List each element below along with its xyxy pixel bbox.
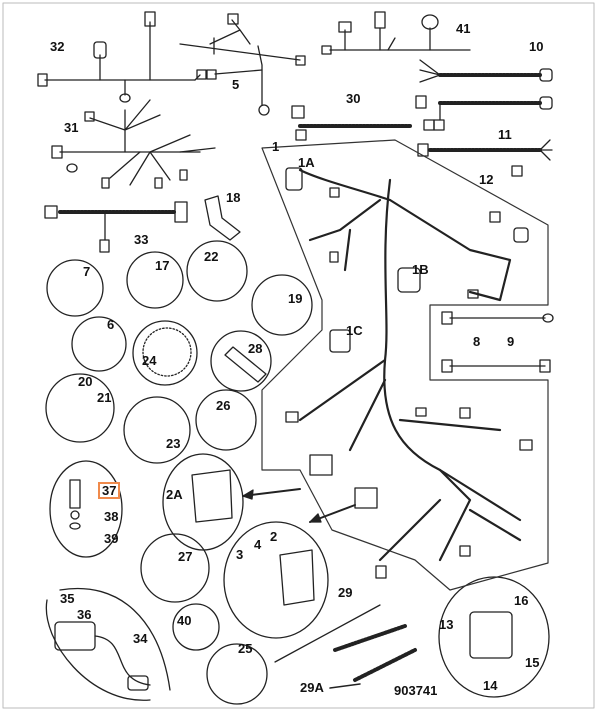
label-26: 26 [216, 398, 231, 413]
label-35: 35 [60, 591, 75, 606]
harness-12 [417, 139, 553, 177]
label-38: 38 [104, 509, 119, 524]
label-27: 27 [178, 549, 193, 564]
label-28: 28 [248, 341, 263, 356]
harness-33 [44, 201, 188, 253]
label-40: 40 [177, 613, 192, 628]
harness-41 [321, 11, 471, 55]
label-29: 29 [338, 585, 353, 600]
main-harness-wires [298, 168, 522, 562]
label-13: 13 [439, 617, 454, 632]
label-20: 20 [78, 374, 93, 389]
strap-29 [274, 604, 381, 663]
label-19: 19 [288, 291, 303, 306]
harness-30 [291, 105, 435, 141]
label-1b: 1B [412, 262, 429, 277]
label-25: 25 [238, 641, 253, 656]
label-4: 4 [254, 537, 262, 552]
label-2a: 2A [166, 487, 183, 502]
label-12: 12 [479, 172, 494, 187]
label-39: 39 [104, 531, 119, 546]
label-34: 34 [133, 631, 148, 646]
label-1: 1 [272, 139, 280, 154]
label-1a: 1A [298, 155, 315, 170]
label-11: 11 [498, 127, 512, 142]
label-32: 32 [50, 39, 65, 54]
main-harness-outline [261, 139, 549, 591]
harness-32 [37, 11, 207, 103]
label-14: 14 [483, 678, 498, 693]
label-10: 10 [529, 39, 544, 54]
harness-connectors [285, 167, 533, 579]
label-5: 5 [232, 77, 240, 92]
label-15: 15 [525, 655, 540, 670]
label-31: 31 [64, 120, 79, 135]
harness-10 [419, 59, 553, 83]
label-3: 3 [236, 547, 244, 562]
label-29a: 29A [300, 680, 324, 695]
label-22: 22 [204, 249, 219, 264]
label-2: 2 [270, 529, 278, 544]
label-37-highlighted[interactable]: 37 [98, 482, 121, 499]
label-1c: 1C [346, 323, 363, 338]
label-18: 18 [226, 190, 241, 205]
label-9: 9 [507, 334, 515, 349]
harness-8-9 [441, 311, 554, 373]
label-21: 21 [97, 390, 112, 405]
label-41: 41 [456, 21, 471, 36]
bracket-18 [204, 195, 241, 241]
label-8: 8 [473, 334, 481, 349]
label-6: 6 [107, 317, 115, 332]
label-23: 23 [166, 436, 181, 451]
label-36: 36 [77, 607, 92, 622]
parts-circles [45, 240, 550, 705]
label-30: 30 [346, 91, 361, 106]
harness-5 [179, 13, 306, 116]
harness-11 [415, 95, 553, 131]
label-33: 33 [134, 232, 149, 247]
label-17: 17 [155, 258, 170, 273]
harness-31 [51, 99, 216, 189]
catalog-number: 903741 [394, 683, 438, 698]
label-16: 16 [514, 593, 529, 608]
label-24: 24 [142, 353, 157, 368]
label-7: 7 [83, 264, 91, 279]
